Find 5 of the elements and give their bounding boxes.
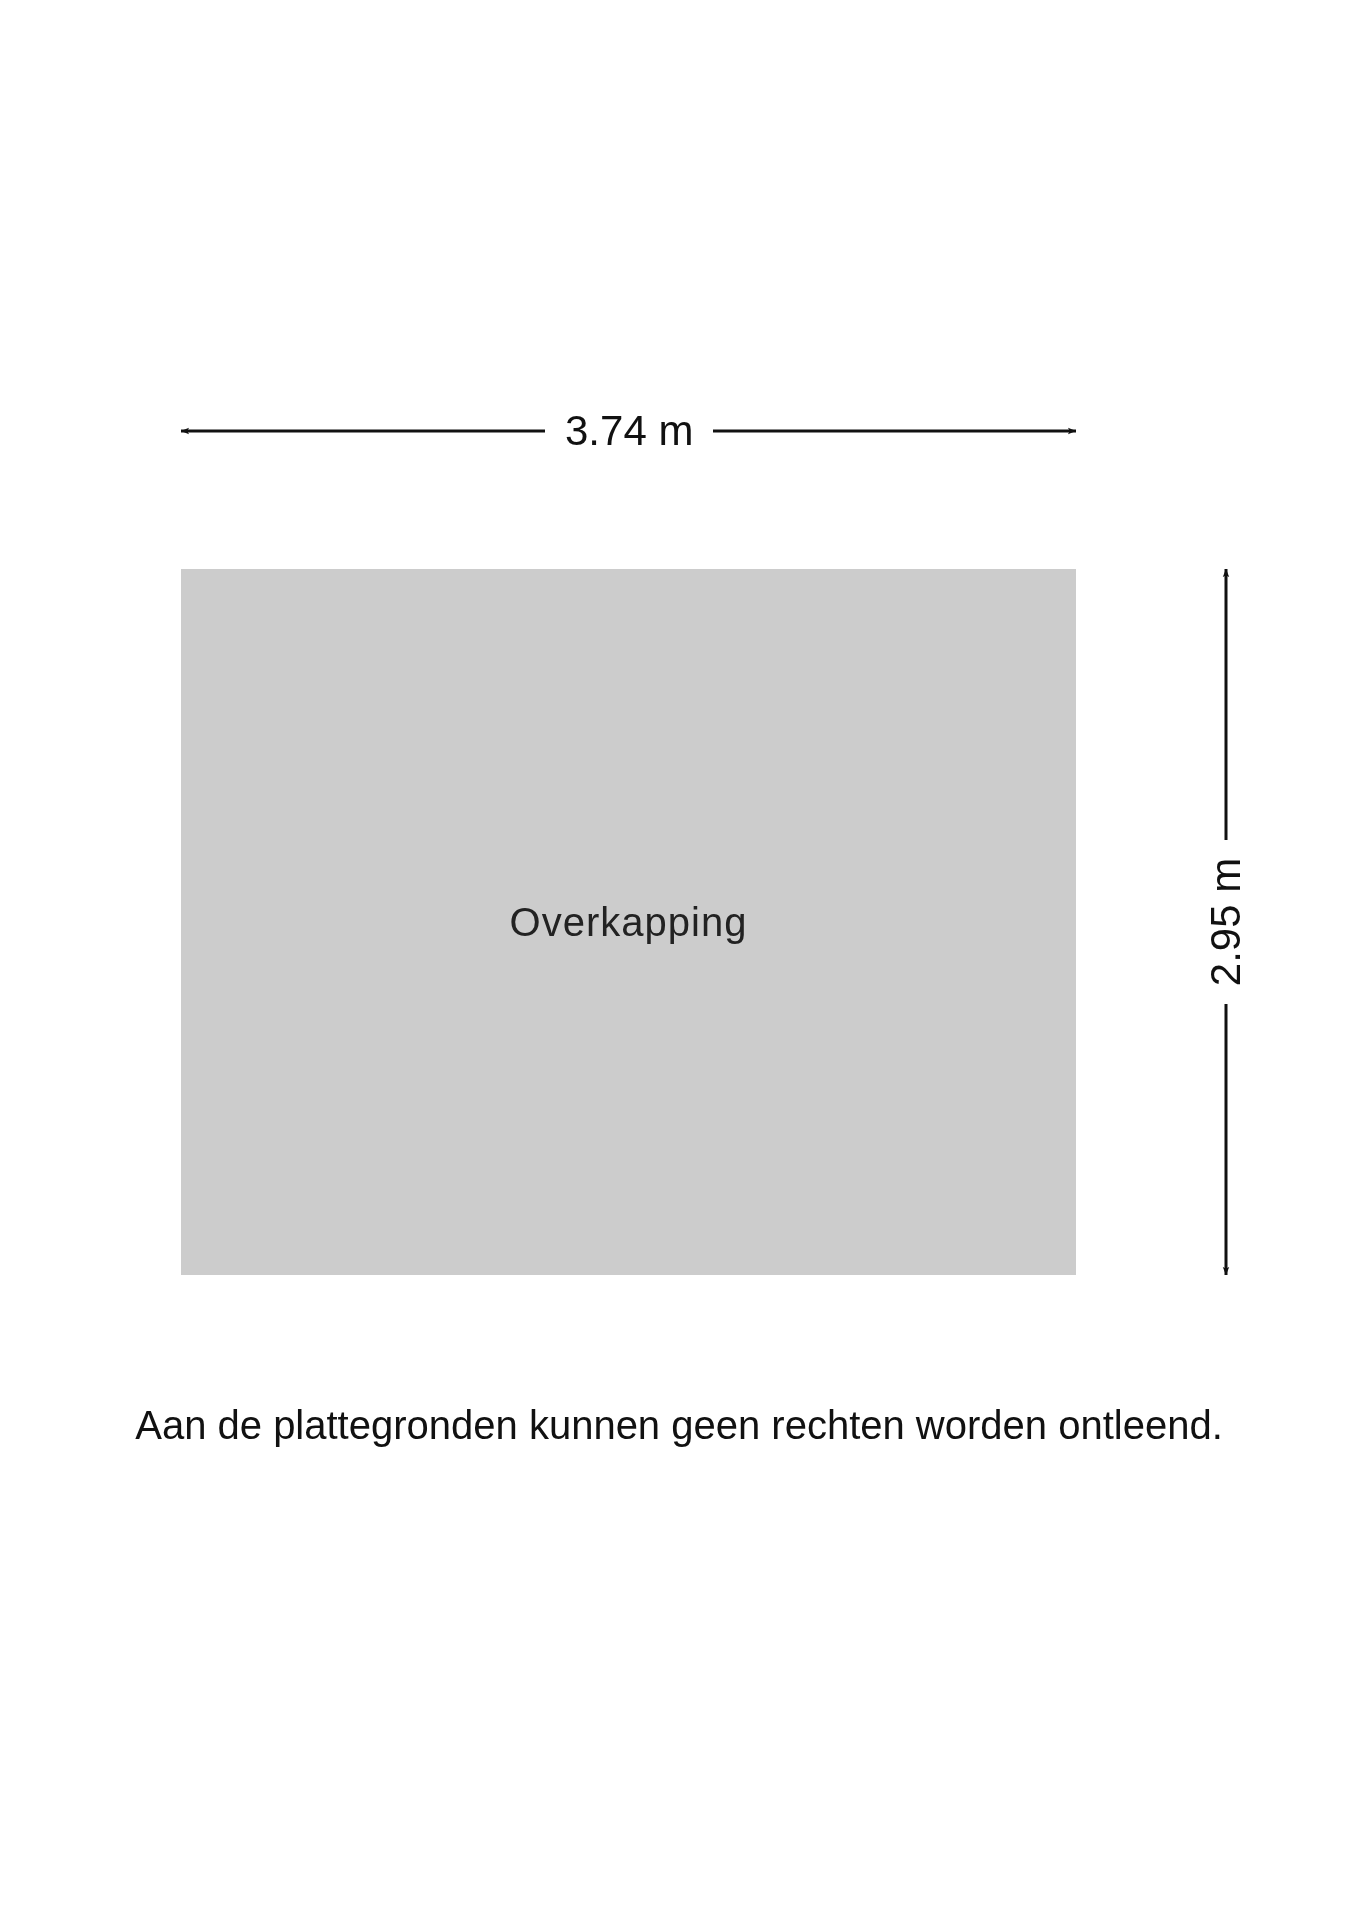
disclaimer-caption: Aan de plattegronden kunnen geen rechten worden ontleend.: [134, 1403, 1224, 1448]
room-label: Overkapping: [509, 899, 748, 945]
dimension-label: 3.74 m: [565, 410, 694, 452]
room-area: [181, 569, 1076, 1275]
dimension-label: 2.95 m: [1205, 857, 1248, 987]
